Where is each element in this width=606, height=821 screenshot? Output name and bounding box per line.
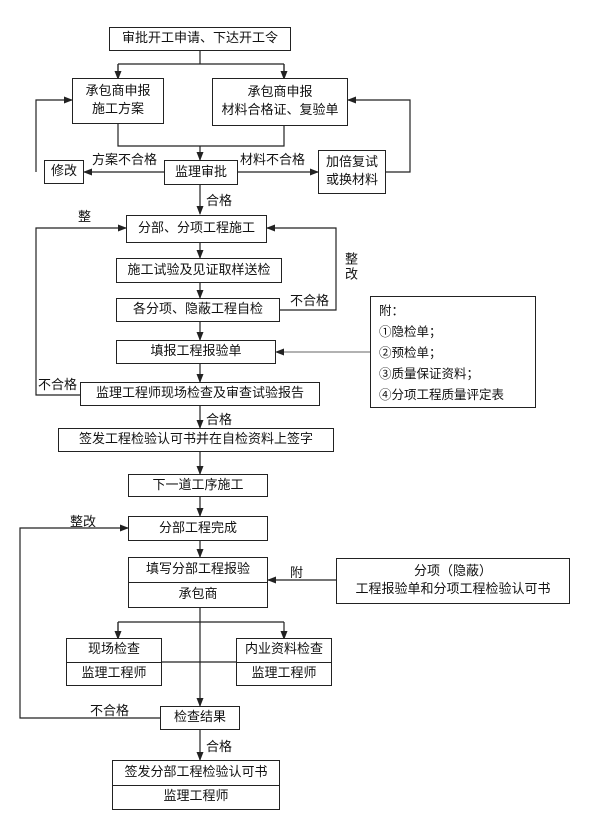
node-approve-start-text: 审批开工申请、下达开工令 (121, 31, 278, 46)
label-material-fail: 材料不合格 (240, 153, 306, 168)
attachment-list: 附： ①隐检单； ②预检单； ③质量保证资料； ④分项工程质量评定表 (370, 296, 536, 408)
node-retest-line2: 或换材料 (325, 173, 378, 188)
node-division-complete: 分部工程完成 (128, 516, 268, 541)
line-split-checks (117, 608, 284, 638)
label-plan-fail: 方案不合格 (92, 153, 158, 168)
label-fail-result: 不合格 (90, 704, 130, 719)
node-document-check: 内业资料检查 监理工程师 (236, 638, 332, 686)
node-field-check: 监理工程师现场检查及审查试验报告 (80, 382, 320, 406)
node-subitem-hidden-line1: 分项（隐蔽） (413, 564, 492, 579)
node-inspection-result-text: 检查结果 (173, 710, 226, 725)
node-issue-permit: 签发工程检验认可书并在自检资料上签字 (58, 428, 334, 452)
line-field-fail (35, 224, 127, 396)
node-issue-division-line2: 监理工程师 (163, 789, 229, 805)
label-rectify-left: 整 (78, 210, 92, 225)
line-result-fail (19, 524, 160, 719)
label-rectify-division: 整改 (70, 515, 97, 530)
node-approve-start: 审批开工申请、下达开工令 (109, 27, 291, 51)
node-fill-division-line2: 承包商 (178, 587, 218, 602)
node-issue-division: 签发分部工程检验认可书 监理工程师 (112, 760, 280, 810)
node-revise-text: 修改 (50, 164, 77, 179)
node-document-check-line2: 监理工程师 (251, 665, 317, 681)
label-fail-self: 不合格 (290, 294, 330, 309)
node-subitem-hidden: 分项（隐蔽） 工程报验单和分项工程检验认可书 (336, 558, 570, 604)
label-pass-2: 合格 (206, 413, 233, 428)
label-attach: 附 (290, 566, 304, 581)
label-pass-3: 合格 (206, 740, 233, 755)
line-retest-back (347, 96, 411, 173)
node-contractor-material: 承包商申报 材料合格证、复验单 (212, 78, 348, 126)
node-next-process-text: 下一道工序施工 (152, 477, 244, 493)
node-sampling-text: 施工试验及见证取样送检 (127, 262, 271, 278)
node-contractor-plan: 承包商申报 施工方案 (72, 78, 164, 124)
line-revise-back (35, 96, 73, 172)
node-subitem-hidden-line2: 工程报验单和分项工程检验认可书 (355, 582, 551, 597)
label-rectify-right: 整改 (342, 252, 357, 282)
node-retest-line1: 加倍复试 (325, 155, 378, 170)
node-site-inspection: 现场检查 监理工程师 (66, 638, 162, 686)
node-fill-division-line1: 填写分部工程报验 (145, 562, 250, 577)
node-sub-construction-text: 分部、分项工程施工 (137, 221, 255, 236)
node-site-inspection-line1: 现场检查 (87, 642, 140, 658)
node-contractor-material-line1: 承包商申报 (247, 85, 313, 100)
node-field-check-text: 监理工程师现场检查及审查试验报告 (95, 386, 304, 401)
node-document-check-line1: 内业资料检查 (244, 642, 323, 658)
node-fill-division: 填写分部工程报验 承包商 (128, 557, 268, 608)
node-self-check-text: 各分项、隐蔽工程自检 (132, 302, 263, 317)
node-contractor-plan-line2: 施工方案 (91, 102, 144, 117)
node-retest: 加倍复试 或换材料 (318, 150, 386, 194)
node-issue-division-line1: 签发分部工程检验认可书 (124, 764, 268, 780)
node-sampling: 施工试验及见证取样送检 (116, 258, 282, 283)
attachment-item: ②预检单； (379, 345, 442, 360)
node-division-complete-text: 分部工程完成 (158, 520, 237, 536)
label-pass-1: 合格 (206, 194, 233, 209)
node-fill-report: 填报工程报验单 (116, 340, 276, 364)
node-issue-permit-text: 签发工程检验认可书并在自检资料上签字 (78, 432, 313, 447)
node-supervisor-approve: 监理审批 (164, 160, 238, 185)
line-self-fail (266, 224, 337, 311)
arrow-start-split (117, 51, 285, 78)
node-contractor-plan-line1: 承包商申报 (85, 84, 151, 99)
node-revise: 修改 (44, 160, 84, 184)
node-contractor-material-line2: 材料合格证、复验单 (221, 103, 339, 118)
node-supervisor-approve-text: 监理审批 (174, 164, 227, 180)
node-next-process: 下一道工序施工 (128, 474, 268, 497)
attachment-title: 附： (379, 303, 405, 318)
node-fill-report-text: 填报工程报验单 (150, 344, 242, 359)
node-self-check: 各分项、隐蔽工程自检 (116, 298, 280, 322)
node-sub-construction: 分部、分项工程施工 (126, 215, 267, 243)
attachment-item: ④分项工程质量评定表 (379, 387, 505, 402)
label-fail-field: 不合格 (38, 378, 78, 393)
attachment-item: ①隐检单； (379, 324, 442, 339)
node-site-inspection-line2: 监理工程师 (81, 665, 147, 681)
arrow-to-approve (117, 124, 285, 147)
attachment-item: ③质量保证资料； (379, 366, 480, 381)
node-inspection-result: 检查结果 (160, 706, 240, 730)
